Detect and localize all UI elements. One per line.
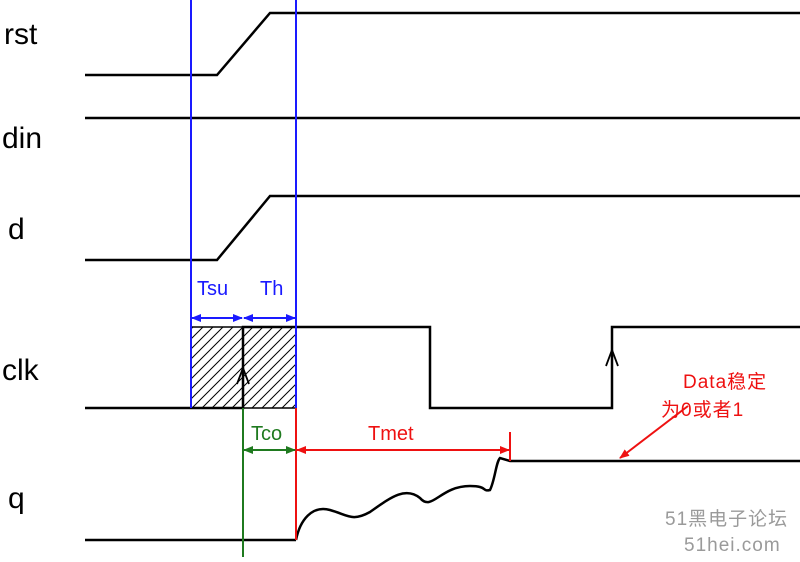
watermark-line1: 51黑电子论坛 <box>665 508 788 530</box>
d-waveform <box>85 194 800 262</box>
th-label: Th <box>260 278 283 300</box>
annotation-line1: Data稳定 <box>683 371 767 393</box>
watermark-line2: 51hei.com <box>684 535 781 556</box>
annotation-pointer-arrow <box>619 405 689 459</box>
tco-label: Tco <box>251 423 282 445</box>
clk-edge-arrow-icon <box>236 365 250 385</box>
d-label: d <box>8 213 25 246</box>
tmet-label: Tmet <box>368 423 414 445</box>
rst-waveform <box>85 11 800 77</box>
rst-label: rst <box>4 18 38 51</box>
clk-waveform <box>85 325 800 410</box>
q-waveform-metastable <box>294 456 800 541</box>
clk-edge-arrow-icon-2 <box>605 347 619 367</box>
tsu-label: Tsu <box>197 278 228 300</box>
clk-label: clk <box>2 354 40 387</box>
annotation-line2: 为0或者1 <box>661 399 744 421</box>
din-label: din <box>2 122 42 155</box>
q-label: q <box>8 482 25 515</box>
